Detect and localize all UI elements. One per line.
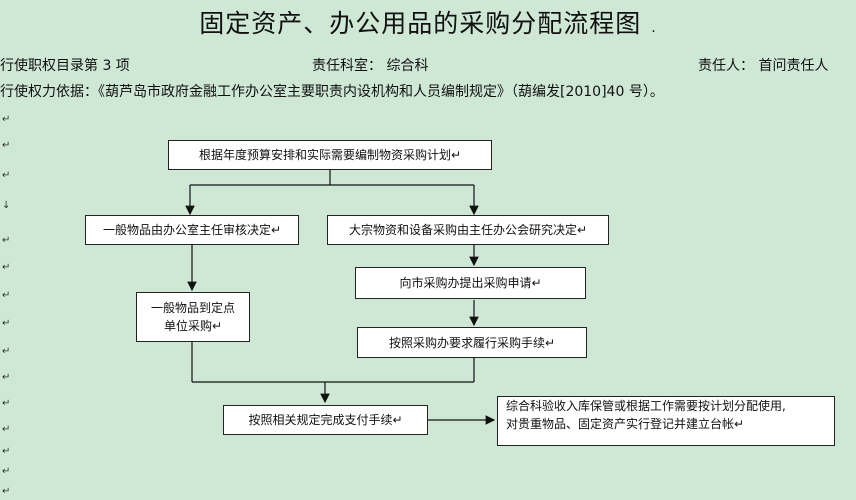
node-final: 综合科验收入库保管或根据工作需要按计划分配使用, 对贵重物品、固定资产实行登记并… [497, 396, 835, 446]
responsible-text: 责任人： 首问责任人 [698, 58, 829, 74]
node-plan: 根据年度预算安排和实际需要编制物资采购计划↵ [168, 140, 492, 170]
basis-text: 行使权力依据：《葫芦岛市政府金融工作办公室主要职责内设机构和人员编制规定》（葫编… [0, 84, 664, 100]
node-final-line1: 综合科验收入库保管或根据工作需要按计划分配使用, [506, 399, 786, 413]
paragraph-mark: ↵ [2, 346, 11, 357]
paragraph-mark: ↵ [2, 318, 11, 329]
paragraph-mark: ↵ [2, 466, 11, 477]
paragraph-mark: ↵ [2, 140, 11, 151]
paragraph-mark: ↵ [2, 372, 11, 383]
paragraph-mark: ↓ [2, 200, 11, 211]
node-bulk-decision: 大宗物资和设备采购由主任办公会研究决定↵ [327, 215, 609, 245]
department-text: 责任科室： 综合科 [312, 58, 429, 74]
node-general-purchase: 一般物品到定点 单位采购↵ [136, 292, 250, 342]
paragraph-mark: ↵ [2, 262, 11, 273]
node-procedures: 按照采购办要求履行采购手续↵ [357, 327, 587, 358]
title-text: 固定资产、办公用品的采购分配流程图 [199, 9, 642, 38]
paragraph-mark: ↵ [2, 170, 11, 181]
paragraph-mark: ↵ [2, 486, 11, 497]
node-final-line2: 对贵重物品、固定资产实行登记并建立台帐↵ [506, 417, 745, 431]
paragraph-mark: ↵ [2, 446, 11, 457]
paragraph-mark: ↵ [2, 290, 11, 301]
node-general-review: 一般物品由办公室主任审核决定↵ [85, 215, 299, 245]
page-title: 固定资产、办公用品的采购分配流程图. [0, 4, 856, 40]
paragraph-mark: ↵ [2, 235, 11, 246]
paragraph-mark: ↵ [2, 398, 11, 409]
node-general-purchase-line1: 一般物品到定点 [150, 301, 235, 315]
node-payment: 按照相关规定完成支付手续↵ [223, 405, 428, 435]
node-apply: 向市采购办提出采购申请↵ [355, 267, 586, 299]
paragraph-mark: ↵ [2, 424, 11, 435]
catalog-text: 行使职权目录第 3 项 [0, 58, 130, 74]
title-mark: . [651, 20, 657, 36]
paragraph-mark: ↵ [2, 114, 11, 125]
node-general-purchase-line2: 单位采购↵ [163, 319, 223, 333]
